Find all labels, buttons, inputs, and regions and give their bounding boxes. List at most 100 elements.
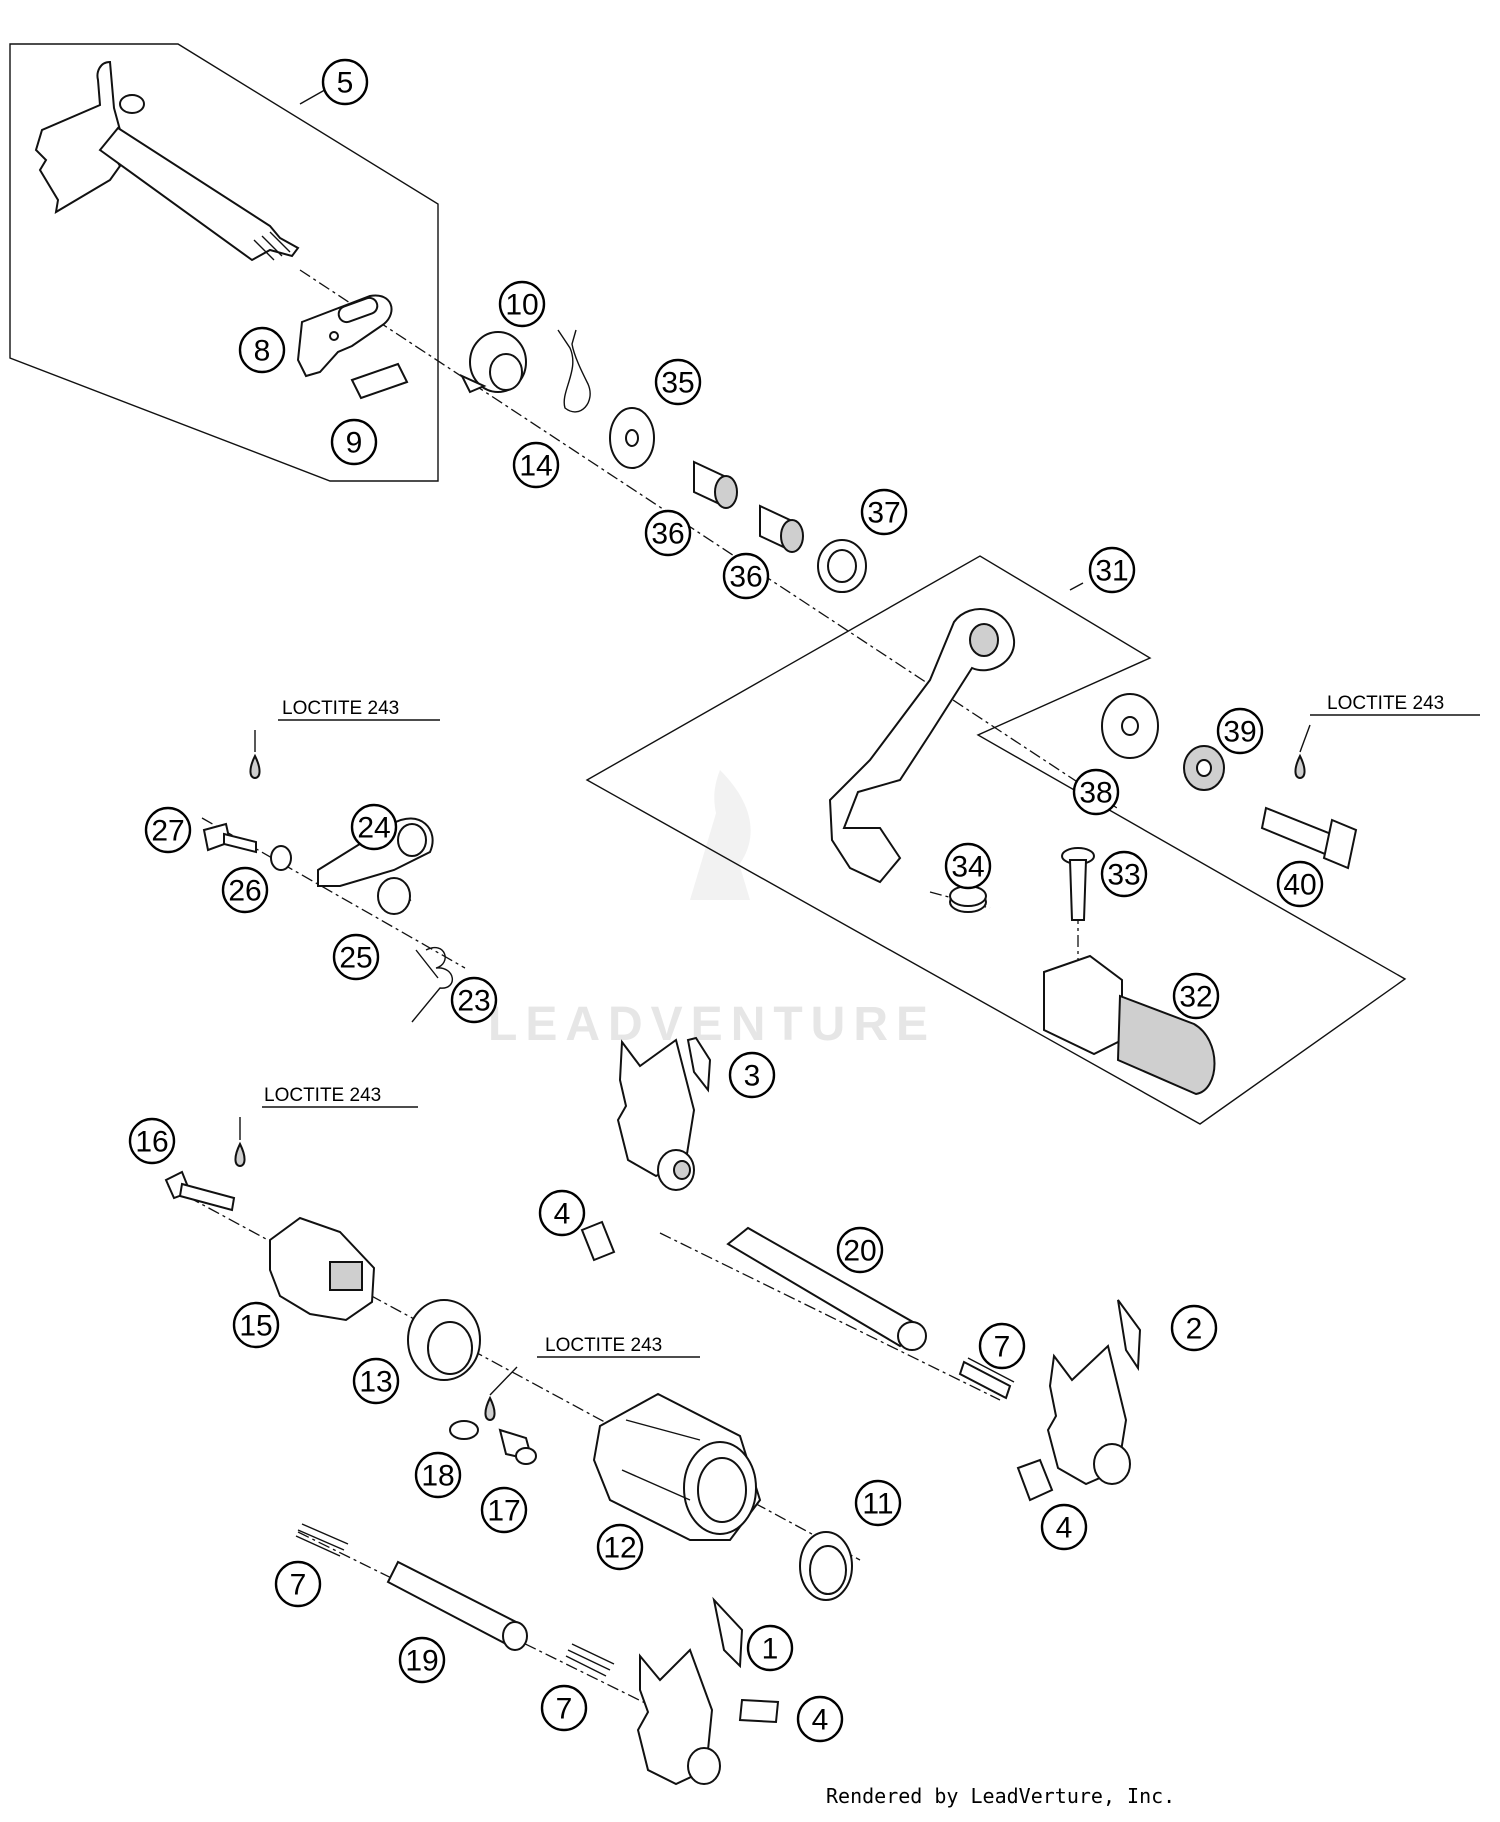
callout-label: 15 <box>239 1310 272 1343</box>
callout-label: 7 <box>556 1693 573 1726</box>
callout-label: 38 <box>1079 777 1112 810</box>
callout-p11: 11 <box>854 1479 902 1527</box>
callout-p4a: 4 <box>538 1189 586 1237</box>
callout-circle <box>1172 972 1220 1020</box>
shift-rail-19-part <box>386 1560 528 1651</box>
callout-label: 9 <box>346 427 363 460</box>
leadventure-watermark: LEADVENTURE <box>488 770 936 1051</box>
washer-38-part <box>1101 693 1159 759</box>
callout-label: 33 <box>1107 859 1140 892</box>
callout-label: 20 <box>843 1235 876 1268</box>
callout-label: 7 <box>994 1331 1011 1364</box>
washer-26-part <box>270 845 292 871</box>
callout-circle <box>1170 1304 1218 1352</box>
callout-label: 40 <box>1283 869 1316 902</box>
callout-circle <box>414 1451 462 1499</box>
spring-7a-part <box>958 1357 1015 1400</box>
shift-drum-12-part <box>592 1392 762 1541</box>
shift-fork-1-part <box>636 1596 744 1786</box>
bolt-40-part <box>1260 806 1358 870</box>
callout-p25: 25 <box>332 933 380 981</box>
shift-drum-star-15-part <box>269 1216 376 1322</box>
callout-circle <box>498 280 546 328</box>
callout-circle <box>321 58 369 106</box>
callout-circle <box>1088 546 1136 594</box>
locking-lever-24-part <box>317 817 434 887</box>
callout-circle <box>480 1486 528 1534</box>
callout-p4b: 4 <box>1040 1503 1088 1551</box>
shift-plate-part <box>296 294 393 378</box>
needle-bearing-36b-part <box>759 504 804 553</box>
callout-label: 11 <box>862 1488 893 1521</box>
callout-label: 19 <box>405 1645 438 1678</box>
watermark-text: LEADVENTURE <box>488 998 936 1051</box>
callout-label: 8 <box>254 335 271 368</box>
callout-label: 18 <box>421 1460 454 1493</box>
callout-circle <box>352 1357 400 1405</box>
loctite-note: LOCTITE 243 <box>282 698 399 719</box>
loctite-note: LOCTITE 243 <box>545 1335 662 1356</box>
spring-7c-part <box>565 1643 615 1677</box>
loctite-notes: LOCTITE 243 LOCTITE 243 LOCTITE 243 LOCT… <box>264 693 1444 1356</box>
callout-label: 23 <box>457 985 490 1018</box>
spring-34-part <box>949 885 987 913</box>
spring-9-part <box>350 362 409 400</box>
callout-circle <box>728 1051 776 1099</box>
callout-circle <box>644 509 692 557</box>
callout-p20: 20 <box>836 1226 884 1274</box>
callout-circle <box>450 976 498 1024</box>
callout-p13: 13 <box>352 1357 400 1405</box>
callout-p33: 33 <box>1100 850 1148 898</box>
loctite-note: LOCTITE 243 <box>1327 693 1444 714</box>
loctite-drop-icon <box>484 1395 496 1422</box>
callout-p36a: 36 <box>644 509 692 557</box>
shift-shaft-group-frame <box>9 43 439 482</box>
callout-p23: 23 <box>450 976 498 1024</box>
callout-p5: 5 <box>321 58 369 106</box>
callout-circle <box>350 803 398 851</box>
callout-label: 35 <box>661 367 694 400</box>
callout-p18: 18 <box>414 1451 462 1499</box>
callout-circle <box>596 1523 644 1571</box>
callout-p39: 39 <box>1216 707 1264 755</box>
callout-p38: 38 <box>1072 768 1120 816</box>
callout-circle <box>1072 768 1120 816</box>
callout-label: 36 <box>651 518 684 551</box>
seal-37-part <box>817 539 867 593</box>
callout-circle <box>722 552 770 600</box>
callout-p16: 16 <box>128 1117 176 1165</box>
callout-p2: 2 <box>1170 1304 1218 1352</box>
callout-label: 32 <box>1179 981 1212 1014</box>
loctite-note: LOCTITE 243 <box>264 1085 381 1106</box>
axis-rail-upper <box>659 1232 1001 1401</box>
callout-p36b: 36 <box>722 552 770 600</box>
callout-circle <box>232 1301 280 1349</box>
callout-label: 34 <box>951 851 984 884</box>
callout-label: 31 <box>1095 555 1128 588</box>
callout-circle <box>330 418 378 466</box>
callout-p7c: 7 <box>540 1684 588 1732</box>
callout-p32: 32 <box>1172 972 1220 1020</box>
callout-label: 2 <box>1186 1313 1203 1346</box>
callout-label: 1 <box>762 1633 779 1666</box>
callout-circle <box>746 1624 794 1672</box>
washer-13-part <box>407 1299 481 1381</box>
washer-35-part <box>609 407 655 469</box>
callout-label: 5 <box>337 67 354 100</box>
callout-circle <box>540 1684 588 1732</box>
callout-circle <box>854 1479 902 1527</box>
callout-circle <box>332 933 380 981</box>
callout-circle <box>128 1117 176 1165</box>
callout-circle <box>978 1322 1026 1370</box>
callout-p10: 10 <box>498 280 546 328</box>
callout-p12: 12 <box>596 1523 644 1571</box>
callout-circle <box>221 866 269 914</box>
loctite-drops <box>234 753 1306 1422</box>
callout-label: 7 <box>290 1569 307 1602</box>
callout-label: 39 <box>1223 716 1256 749</box>
shift-shaft-part <box>34 60 300 262</box>
callout-p31: 31 <box>1088 546 1136 594</box>
callout-p3: 3 <box>728 1051 776 1099</box>
guide-pin-4a-part <box>580 1220 616 1262</box>
